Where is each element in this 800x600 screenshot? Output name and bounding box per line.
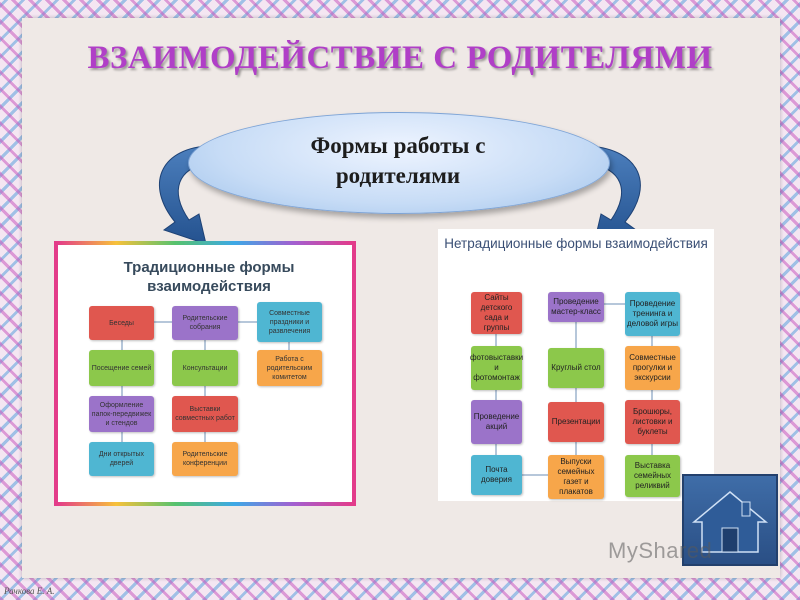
center-oval: [188, 112, 610, 214]
nontrad-node-sayty: Сайты детского сада и группы: [471, 292, 522, 334]
nontrad-node-pochta: Почта доверия: [471, 455, 522, 495]
nontrad-node-relikvii: Выставка семейных реликвий: [625, 455, 680, 497]
nontrad-node-trening: Проведение тренинга и деловой игры: [625, 292, 680, 336]
trad-node-poseshchenie: Посещение семей: [89, 350, 154, 386]
trad-node-dni-dverey: Дни открытых дверей: [89, 442, 154, 476]
nontrad-node-fotovystavki: фотовыставки и фотомонтаж: [470, 346, 523, 390]
center-oval-text: Формы работы с родителями: [188, 131, 608, 191]
home-button[interactable]: [682, 474, 778, 566]
trad-node-beseda: Беседы: [89, 306, 154, 340]
trad-node-komitet: Работа с родительским комитетом: [257, 350, 322, 386]
left-curved-arrow: [158, 145, 207, 245]
nontrad-node-aktsii: Проведение акций: [471, 400, 522, 444]
trad-node-vystavki: Выставки совместных работ: [172, 396, 238, 432]
author-signature: Рачкова Е. А.: [4, 586, 55, 596]
nontrad-node-prezentatsii: Презентации: [548, 402, 604, 442]
nontraditional-forms-title: Нетрадиционные формы взаимодействия: [444, 236, 708, 251]
center-oval-line1: Формы работы с: [310, 133, 486, 158]
trad-node-sobraniya: Родительские собрания: [172, 306, 238, 340]
slide-title: ВЗАИМОДЕЙСТВИЕ С РОДИТЕЛЯМИ: [87, 40, 713, 76]
trad-node-konferentsii: Родительские конференции: [172, 442, 238, 476]
trad-node-papki: Оформление папок-передвижек и стендов: [89, 396, 154, 432]
nontrad-node-broshyury: Брошюры, листовки и буклеты: [625, 400, 680, 444]
nontrad-node-master-klass: Проведение мастер-класс: [548, 292, 604, 322]
trad-node-konsultatsii: Консультации: [172, 350, 238, 386]
nontrad-node-gazety: Выпуски семейных газет и плакатов: [548, 455, 604, 499]
traditional-title-line1: Традиционные формы: [123, 259, 295, 276]
traditional-title-line2: взаимодействия: [147, 278, 271, 295]
traditional-forms-title: Традиционные формы взаимодействия: [64, 258, 354, 296]
watermark: MyShared: [608, 538, 713, 563]
nontrad-node-kruglyy-stol: Круглый стол: [548, 348, 604, 388]
nontrad-node-progulki: Совместные прогулки и экскурсии: [625, 346, 680, 390]
trad-node-prazdniki: Совместные праздники и развлечения: [257, 302, 322, 342]
center-oval-line2: родителями: [335, 163, 461, 188]
home-icon: [691, 491, 769, 553]
